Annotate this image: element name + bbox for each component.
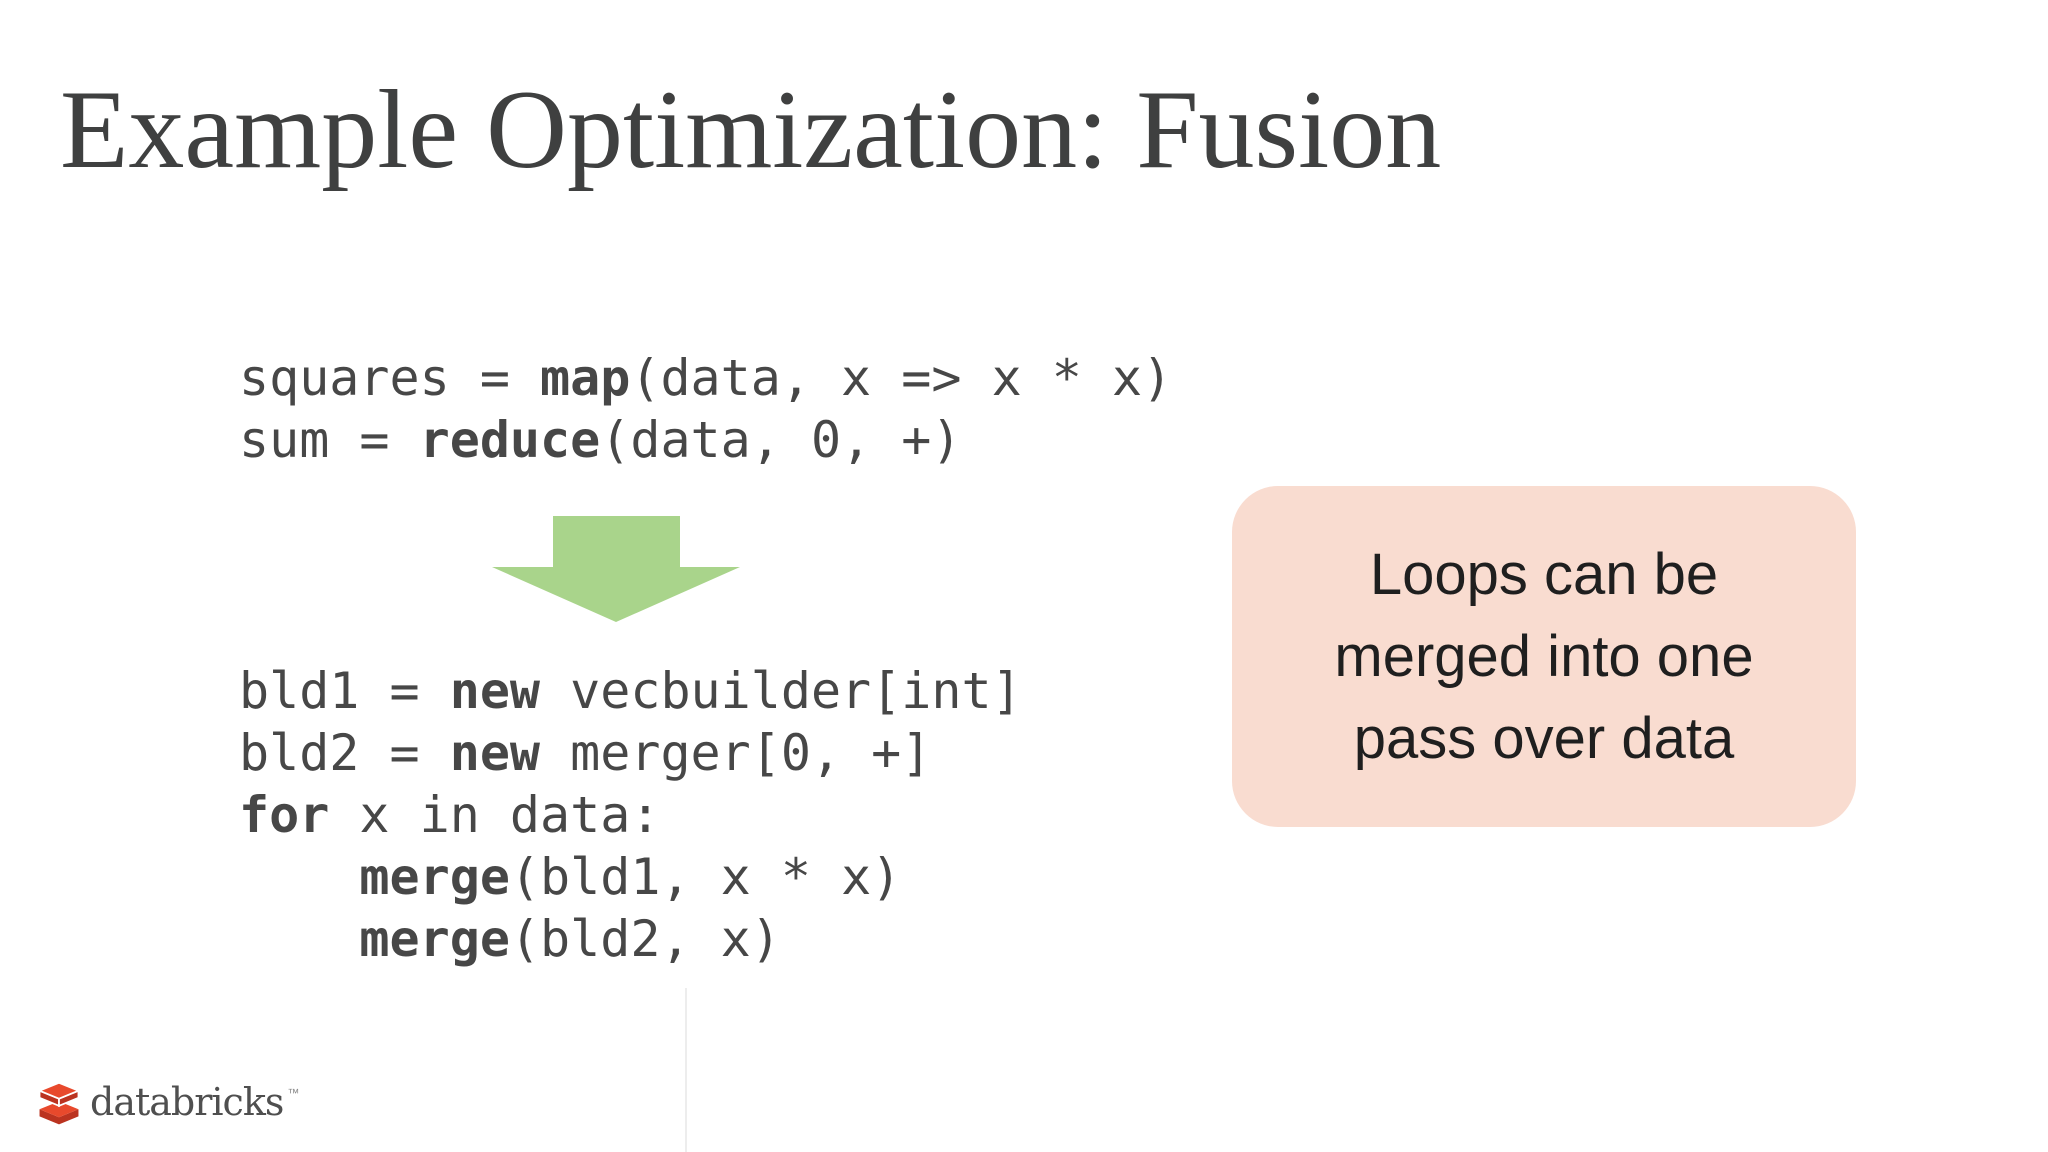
code-line: bld2 = new merger[0, +] [239,722,1022,784]
code-keyword: for [239,786,330,844]
slide-title: Example Optimization: Fusion [60,68,1442,192]
code-line: squares = map(data, x => x * x) [239,347,1172,409]
callout-loops-merged: Loops can be merged into one pass over d… [1232,486,1856,827]
code-keyword: map [540,349,631,407]
down-arrow-icon [492,516,740,622]
databricks-logo-text: databricks [90,1080,284,1124]
code-line: merge(bld2, x) [239,908,1022,970]
brick-upper [37,1081,81,1108]
code-text: x in data: [329,786,661,844]
code-text: (data, x => x * x) [630,349,1173,407]
code-text: (bld2, x) [509,910,781,968]
code-block-original-loops: squares = map(data, x => x * x)sum = red… [239,347,1172,471]
code-text: squares = [239,349,541,407]
code-text: bld1 = [239,662,450,720]
callout-line: pass over data [1353,705,1735,771]
code-line: for x in data: [239,784,1022,846]
databricks-bricks-icon [37,1081,81,1125]
databricks-logo: databricks ™ [36,1080,303,1128]
down-arrow-shape [492,516,740,622]
code-text: bld2 = [239,724,450,782]
code-text: (data, 0, +) [600,411,962,469]
faint-artifact-line [685,988,687,1152]
callout-line: merged into one [1334,623,1754,689]
trademark-symbol: ™ [287,1086,300,1100]
code-keyword: reduce [419,411,601,469]
code-line: bld1 = new vecbuilder[int] [239,660,1022,722]
code-text: (bld1, x * x) [509,848,902,906]
code-text [239,910,359,968]
code-text: sum = [239,411,420,469]
code-text: merger[0, +] [540,724,932,782]
callout-line: Loops can be [1369,541,1719,607]
code-keyword: new [449,662,541,720]
code-keyword: merge [359,848,510,906]
code-keyword: merge [359,910,510,968]
code-line: sum = reduce(data, 0, +) [239,409,1172,471]
code-block-fused-loop: bld1 = new vecbuilder[int]bld2 = new mer… [239,660,1022,970]
code-line: merge(bld1, x * x) [239,846,1022,908]
code-text: vecbuilder[int] [540,662,1022,720]
code-keyword: new [449,724,541,782]
code-text [239,848,359,906]
